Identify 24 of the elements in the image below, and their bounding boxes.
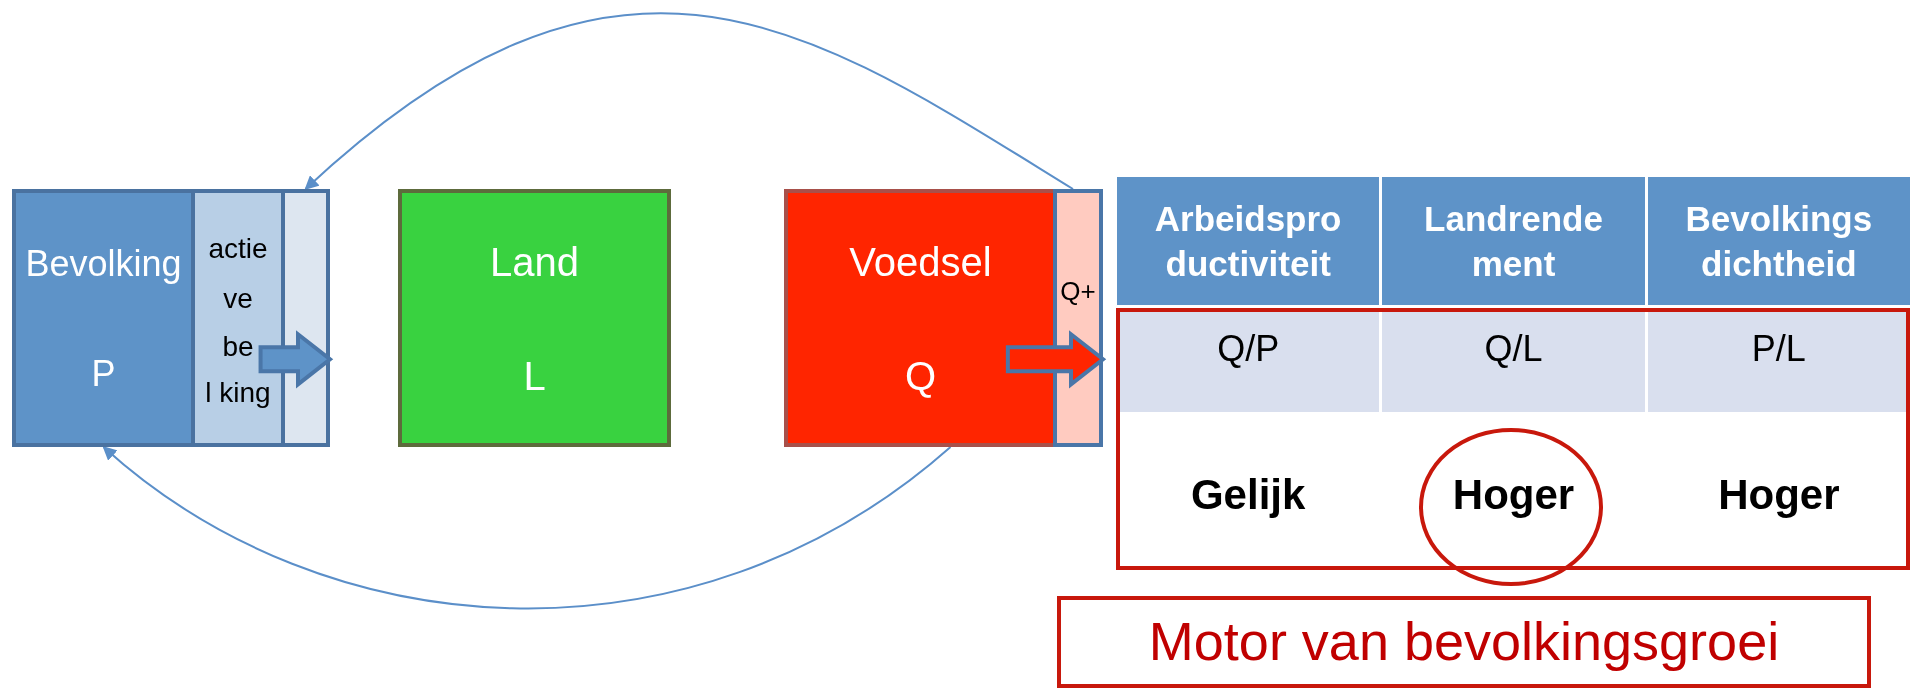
node-text: Q: [903, 353, 938, 399]
node-text: be: [221, 331, 255, 364]
node-text: Q+: [1059, 277, 1097, 307]
node-text: Land: [489, 239, 580, 285]
column-header: Landrende ment: [1382, 177, 1645, 305]
curved-arrow: [304, 12, 1074, 190]
node-text: Bevolking: [24, 243, 183, 285]
node-text: Voedsel: [848, 239, 993, 285]
curved-arrow: [102, 446, 952, 610]
caption-box: [1057, 596, 1871, 688]
node-text: actie: [207, 233, 269, 266]
node-text: l king: [204, 377, 272, 410]
node-text: P: [90, 353, 117, 395]
value-text: Gelijk: [1190, 470, 1306, 519]
block-arrow: [1005, 330, 1107, 389]
value-text: Hoger: [1452, 470, 1575, 519]
node-text: L: [522, 353, 547, 399]
land-box: [398, 189, 671, 447]
node-text: ve: [222, 283, 254, 316]
block-arrow: [258, 330, 334, 389]
column-header: Bevolkings dichtheid: [1647, 177, 1910, 305]
column-header: Arbeidspro ductiviteit: [1117, 177, 1380, 305]
value-text: Hoger: [1718, 470, 1840, 519]
node-text: Motor van bevolkingsgroei: [1147, 610, 1781, 673]
